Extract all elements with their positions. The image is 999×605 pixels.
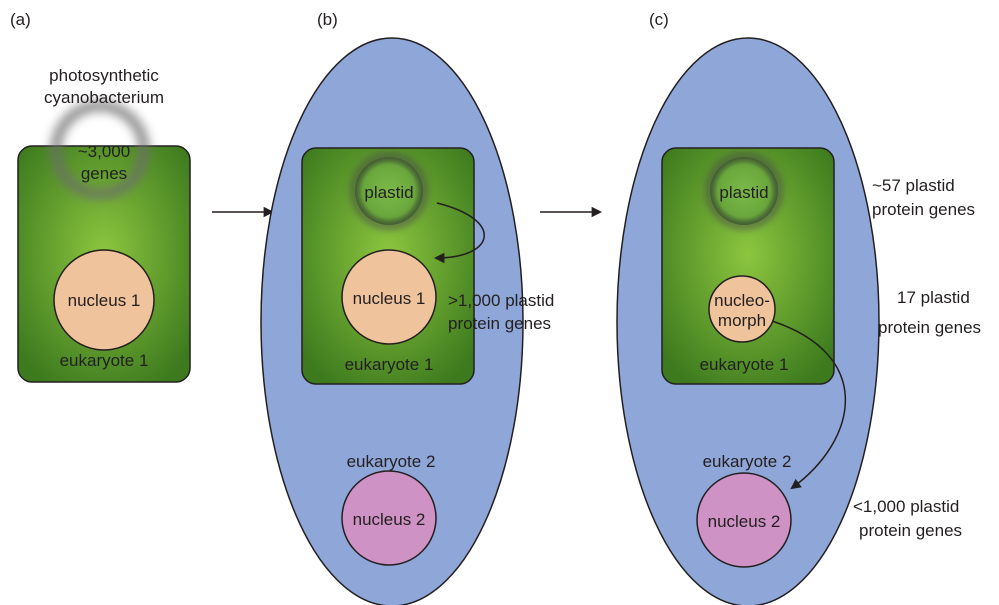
cyanobacterium-ring (50, 100, 150, 200)
nucleus-1 (341, 249, 437, 345)
plastid (705, 152, 783, 230)
panel-b: (b) plastid nucleus 1 eukaryote 1 eukary… (260, 10, 554, 605)
panel-b-letter: (b) (317, 10, 338, 29)
nucleomorph-genes-line2: protein genes (878, 318, 981, 337)
nucleus-1-genes-line2: protein genes (448, 314, 551, 333)
nucleomorph-label-line2: morph (718, 311, 766, 330)
nucleus-1 (53, 249, 155, 351)
plastid-label: plastid (719, 183, 768, 202)
cyanobacterium-genes-line1: ~3,000 (78, 142, 130, 161)
plastid (350, 152, 428, 230)
nucleus-2 (696, 472, 792, 568)
plastid-genes-line2: protein genes (872, 200, 975, 219)
nucleus-2 (341, 470, 437, 566)
eukaryote-2-label: eukaryote 2 (347, 452, 436, 471)
eukaryote-1-cell (661, 147, 835, 385)
panel-c: (c) plastid nucleo- morph eukaryote 1 eu… (616, 10, 981, 605)
nucleus-2-genes-line1: <1,000 plastid (853, 497, 959, 516)
eukaryote-1-label: eukaryote 1 (60, 351, 149, 370)
cyanobacterium-label-line1: photosynthetic (49, 66, 159, 85)
eukaryote-2-label: eukaryote 2 (703, 452, 792, 471)
plastid-label: plastid (364, 183, 413, 202)
nucleomorph (708, 275, 776, 343)
cyanobacterium-genes-line2: genes (81, 164, 127, 183)
nucleus-2-label: nucleus 2 (708, 512, 781, 531)
nucleomorph-genes-line1: 17 plastid (897, 288, 970, 307)
gene-transfer-arrow (771, 320, 846, 490)
nucleomorph-label-line1: nucleo- (714, 291, 770, 310)
gene-transfer-arrow (433, 202, 485, 264)
panel-c-letter: (c) (649, 10, 669, 29)
nucleus-1-genes-line1: >1,000 plastid (448, 291, 554, 310)
panel-a: (a) photosynthetic cyanobacterium ~3,000… (10, 10, 191, 383)
eukaryote-1-label: eukaryote 1 (345, 355, 434, 374)
nucleus-1-label: nucleus 1 (353, 289, 426, 308)
cyanobacterium-label-line2: cyanobacterium (44, 88, 164, 107)
eukaryote-1-label: eukaryote 1 (700, 355, 789, 374)
panel-a-letter: (a) (10, 10, 31, 29)
plastid-genes-line1: ~57 plastid (872, 176, 955, 195)
nucleus-1-label: nucleus 1 (68, 291, 141, 310)
nucleus-2-genes-line2: protein genes (859, 521, 962, 540)
nucleus-2-label: nucleus 2 (353, 510, 426, 529)
